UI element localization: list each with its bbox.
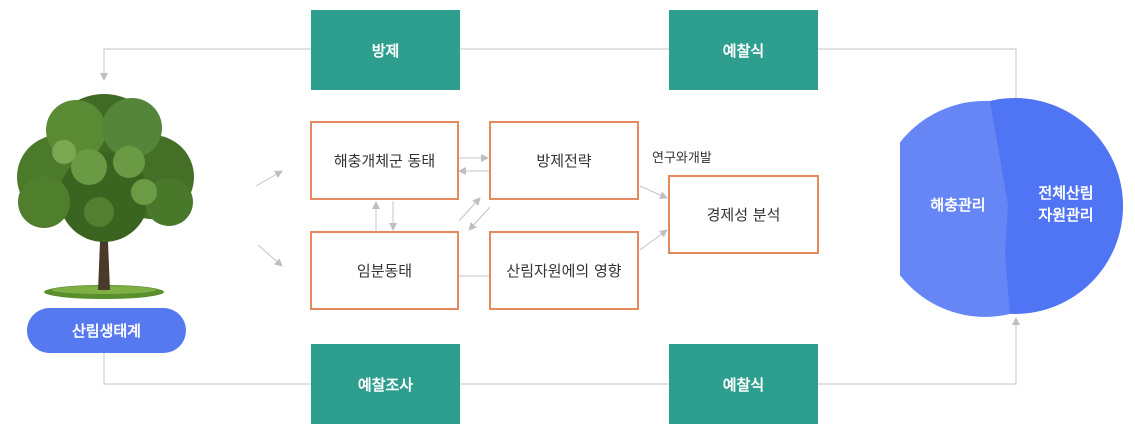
circle-left-segment: [900, 100, 1010, 317]
pest-management-label: 해충관리: [930, 196, 986, 214]
bottom-loop-line: [103, 317, 1020, 385]
economic-analysis-box: 경제성 분석: [668, 175, 819, 254]
pest-population-dynamics-box: 해충개체군 동태: [310, 121, 459, 200]
arrow-diag-up: [458, 197, 481, 222]
control-box: 방제: [311, 10, 460, 90]
total-forest-resource-line2: 자원관리: [1038, 206, 1094, 224]
research-development-note: 연구와개발: [652, 151, 712, 166]
top-loop-line: [100, 48, 1017, 98]
entry-arrow-upper: [255, 170, 283, 187]
management-circle: [900, 98, 1123, 317]
total-forest-resource-line1: 전체산림: [1038, 184, 1094, 202]
entry-arrow-lower: [257, 244, 283, 267]
forest-ecosystem-pill: 산림생태계: [27, 308, 186, 353]
control-strategy-box: 방제전략: [489, 121, 639, 200]
forecast-box-top: 예찰식: [669, 10, 818, 90]
stand-dynamics-box: 임분동태: [310, 231, 459, 310]
tree-illustration: [17, 94, 194, 299]
arrow-impact-to-econ: [639, 229, 668, 251]
forest-resource-impact-box: 산림자원에의 영향: [489, 231, 639, 310]
total-forest-resource-label: 전체산림 자원관리: [1026, 182, 1106, 226]
arrow-strategy-to-econ: [639, 185, 668, 199]
forecast-box-bottom: 예찰식: [669, 344, 818, 424]
arrow-diag-down: [468, 206, 491, 231]
survey-box: 예찰조사: [311, 344, 460, 424]
